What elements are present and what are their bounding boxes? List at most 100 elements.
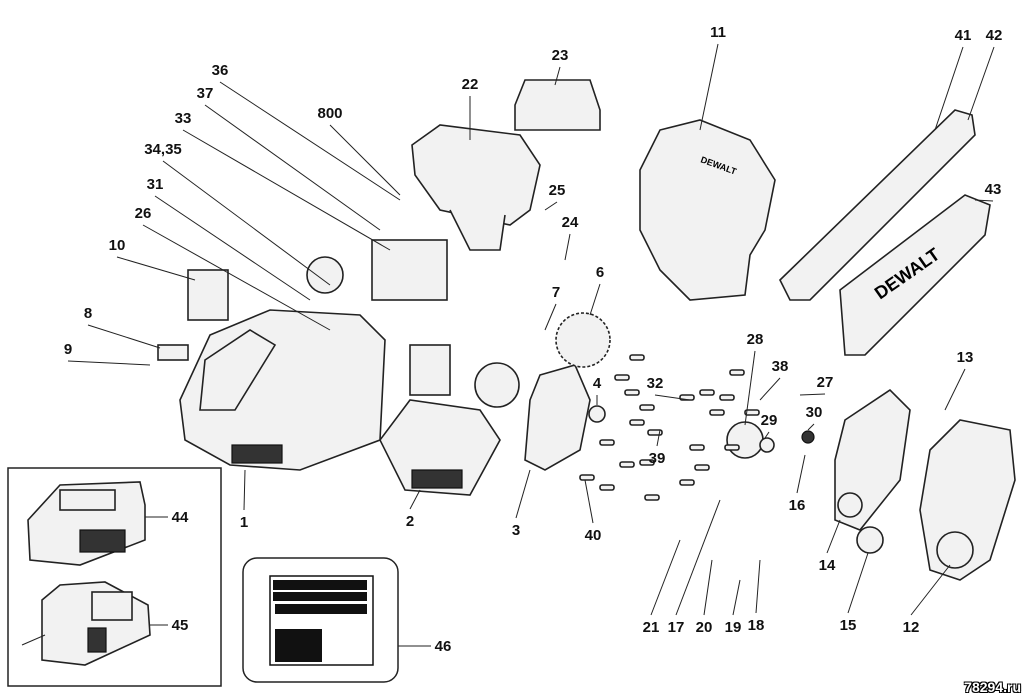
cover-knob — [936, 531, 974, 569]
part-label-2: 2 — [406, 513, 414, 530]
part-label-14: 14 — [819, 557, 836, 574]
screw — [614, 374, 630, 381]
screw — [579, 474, 595, 481]
screw — [624, 389, 640, 396]
leader-line — [67, 360, 151, 366]
switch-assembly — [379, 344, 501, 496]
drive-wheel — [474, 362, 520, 408]
leader-line — [703, 559, 713, 616]
rear-handle — [411, 124, 541, 251]
part-label-39: 39 — [649, 450, 666, 467]
screw — [689, 444, 705, 451]
sprocket — [726, 421, 764, 459]
part-label-45: 45 — [172, 617, 189, 634]
part-label-3: 3 — [512, 522, 520, 539]
washer-29 — [759, 437, 775, 453]
watermark: 78294.ru — [964, 679, 1021, 695]
part-label-40: 40 — [585, 527, 602, 544]
tensioner — [837, 492, 863, 518]
leader-line — [544, 201, 558, 211]
part-label-6: 6 — [596, 264, 604, 281]
part-label-41: 41 — [955, 27, 972, 44]
leader-line — [796, 454, 806, 494]
leader-line — [847, 552, 869, 614]
screw — [719, 394, 735, 401]
leader-line — [799, 393, 826, 396]
part-label-34-35: 34,35 — [144, 141, 182, 158]
accessory-box — [7, 467, 222, 687]
nut-30 — [801, 430, 815, 444]
leader-line — [182, 129, 391, 251]
part-label-23: 23 — [552, 47, 569, 64]
leader-line — [974, 199, 994, 202]
leader-line — [544, 303, 557, 331]
part-label-21: 21 — [643, 619, 660, 636]
gear — [555, 312, 611, 368]
charger — [21, 581, 151, 666]
leader-line — [409, 489, 421, 510]
part-label-44: 44 — [172, 509, 189, 526]
motor-housing — [179, 309, 386, 471]
part-label-27: 27 — [817, 374, 834, 391]
knob-15 — [856, 526, 884, 554]
part-label-13: 13 — [957, 349, 974, 366]
leader-line — [584, 479, 594, 524]
part-label-16: 16 — [789, 497, 806, 514]
screw — [619, 461, 635, 468]
screw — [599, 439, 615, 446]
leader-line — [564, 233, 571, 261]
leader-line — [589, 283, 601, 316]
screw — [639, 404, 655, 411]
part-label-33: 33 — [175, 110, 192, 127]
part-label-10: 10 — [109, 237, 126, 254]
leader-line — [650, 539, 681, 616]
leader-line — [329, 124, 401, 196]
part-label-43: 43 — [985, 181, 1002, 198]
part-label-20: 20 — [696, 619, 713, 636]
screw — [599, 484, 615, 491]
screw — [744, 409, 760, 416]
part-label-9: 9 — [64, 341, 72, 358]
battery-latch — [187, 269, 229, 321]
leader-line — [744, 350, 756, 426]
leader-line — [154, 195, 311, 301]
leader-line — [162, 160, 331, 286]
part-label-24: 24 — [562, 214, 579, 231]
part-label-8: 8 — [84, 305, 92, 322]
guide-bar — [779, 109, 976, 301]
part-label-31: 31 — [147, 176, 164, 193]
part-label-11: 11 — [710, 24, 726, 41]
part-label-7: 7 — [552, 284, 560, 301]
part-label-37: 37 — [197, 85, 214, 102]
screw — [629, 419, 645, 426]
part-label-29: 29 — [761, 412, 778, 429]
part-label-22: 22 — [462, 76, 479, 93]
screw — [729, 369, 745, 376]
leader-line — [219, 81, 401, 201]
screw — [644, 494, 660, 501]
leader-line — [967, 46, 995, 121]
leader-line — [87, 324, 161, 349]
part-label-36: 36 — [212, 62, 229, 79]
front-handle — [639, 119, 776, 301]
screw — [724, 444, 740, 451]
screw — [647, 429, 663, 436]
switch-8 — [157, 344, 189, 361]
leader-line — [675, 499, 721, 616]
part-label-38: 38 — [772, 358, 789, 375]
screw — [699, 389, 715, 396]
brush-holder — [306, 256, 344, 294]
warning-label — [242, 557, 399, 683]
leader-line — [826, 519, 841, 554]
screw — [694, 464, 710, 471]
part-label-17: 17 — [668, 619, 685, 636]
leader-line — [759, 377, 781, 401]
part-label-46: 46 — [435, 638, 452, 655]
leader-line — [807, 423, 815, 431]
handle-grip — [514, 79, 601, 131]
leader-line — [554, 66, 561, 86]
leader-line — [944, 368, 966, 411]
leader-line — [910, 564, 951, 616]
